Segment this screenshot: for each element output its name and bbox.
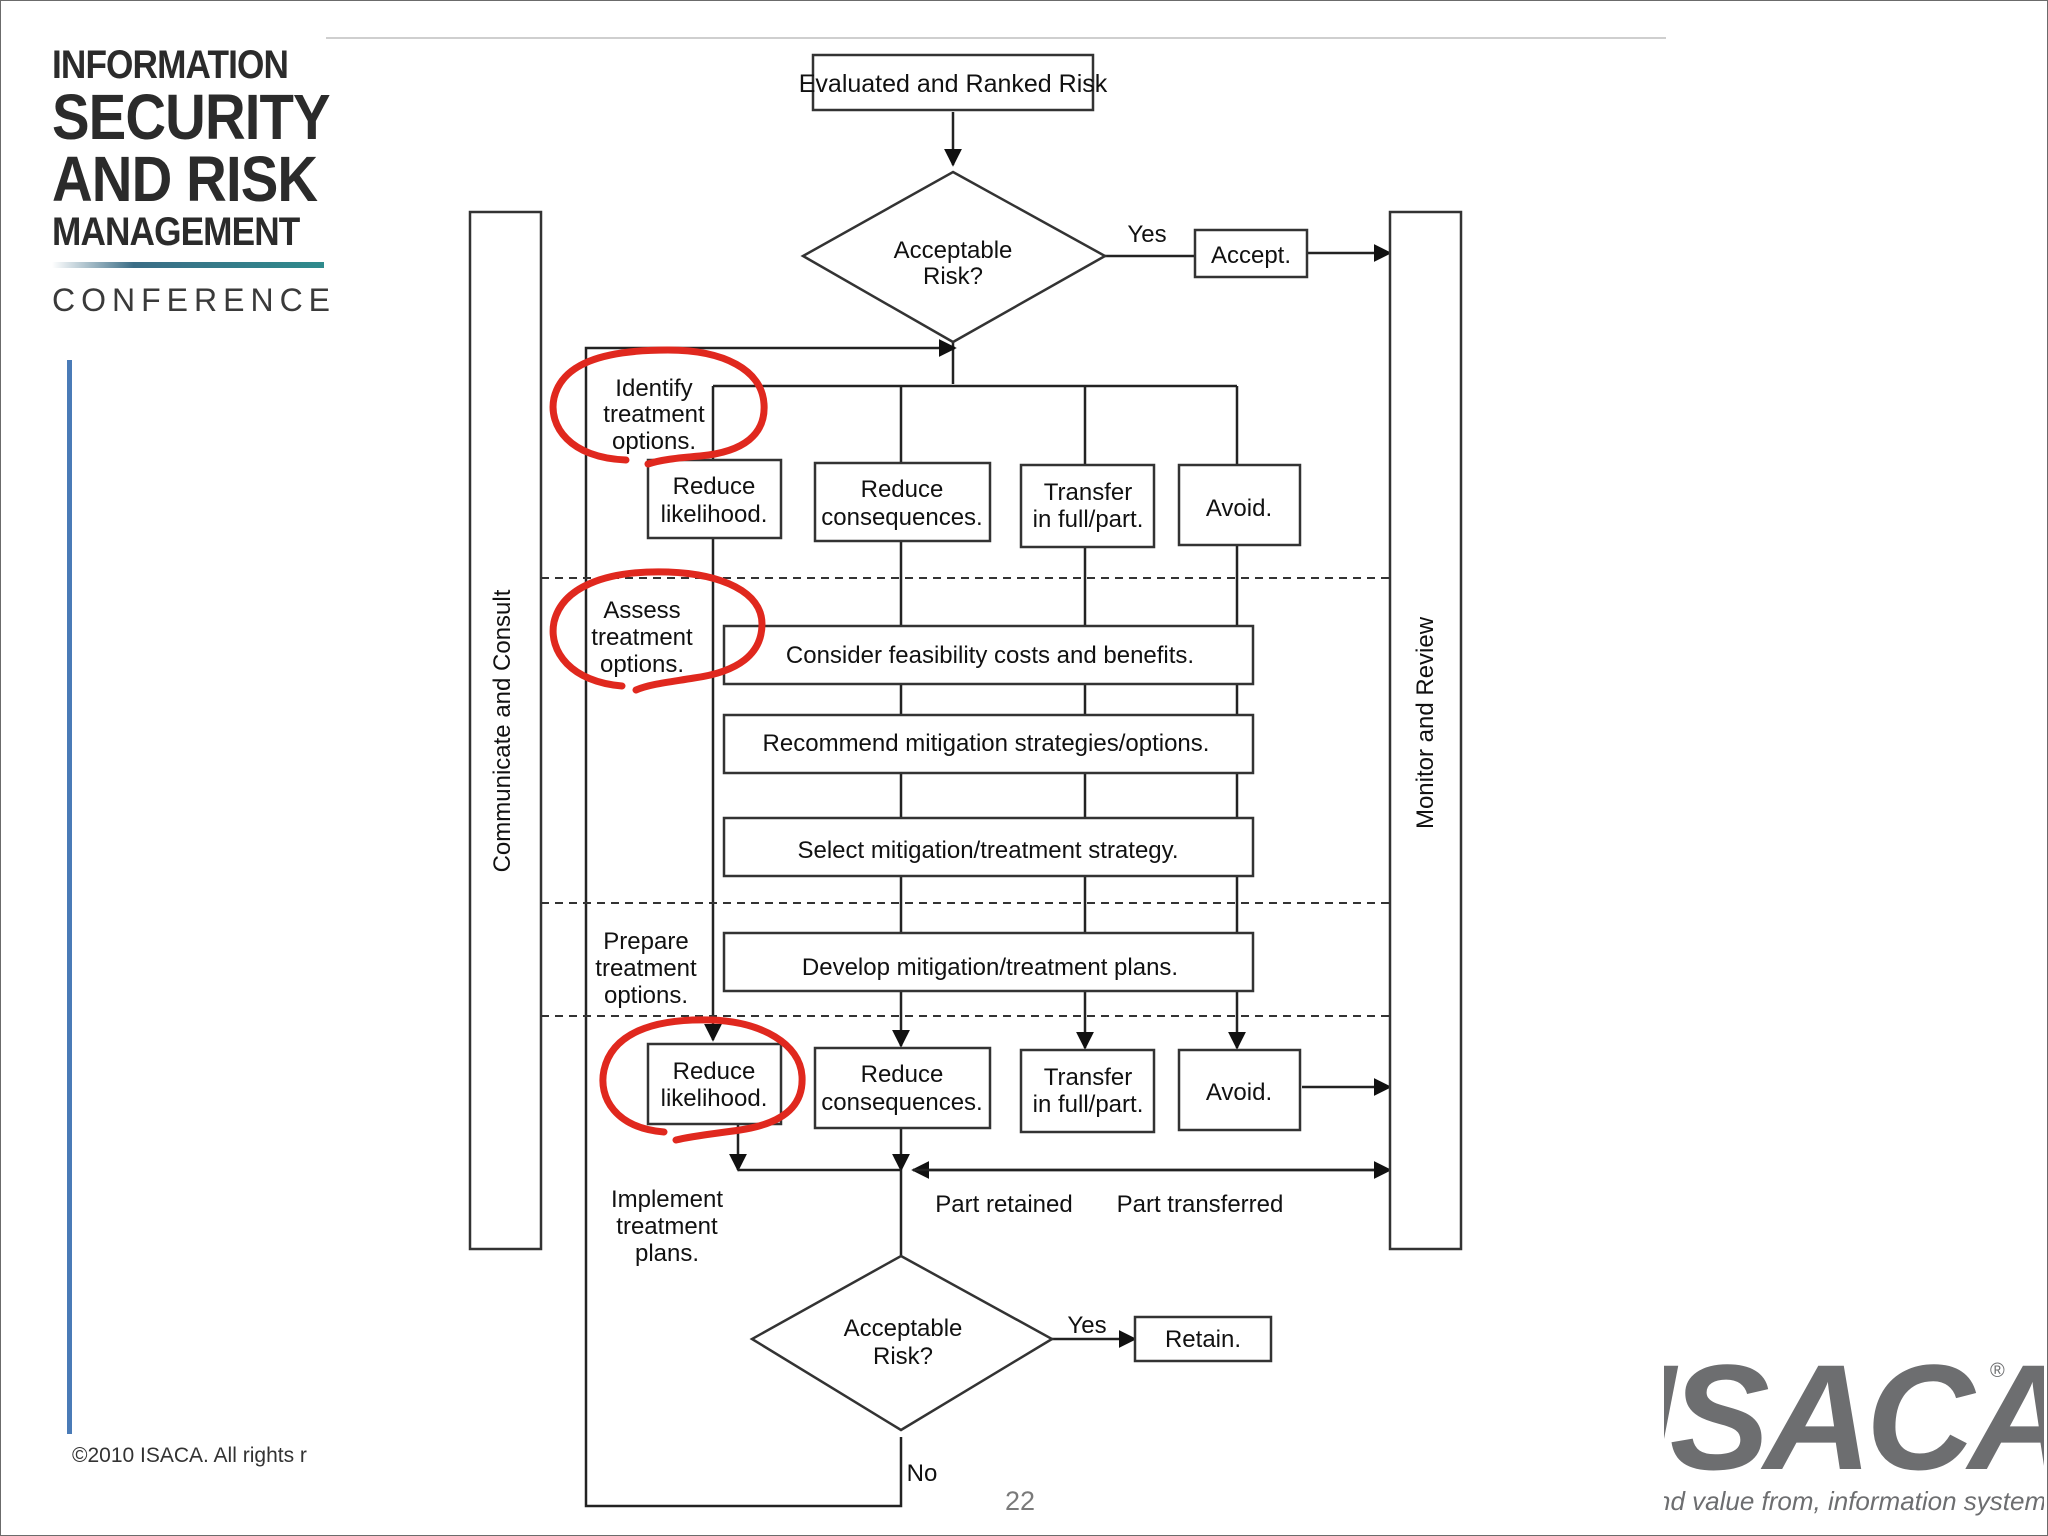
logo-line-information: INFORMATION (52, 43, 289, 87)
decision-1-line-2: Risk? (923, 263, 983, 290)
isaca-wordmark: ISACA (1664, 1352, 2044, 1501)
transfer-1-line-1: Transfer (1044, 479, 1132, 506)
prepare-line-2: treatment (595, 955, 697, 982)
evaluated-ranked-risk-box (811, 53, 1095, 112)
implement-line-1: Implement (611, 1186, 723, 1213)
identify-line-1: Identify (615, 375, 692, 402)
prepare-line-3: options. (604, 982, 688, 1009)
reduce-consequences-box-2 (813, 1046, 992, 1130)
header-rule (326, 37, 1666, 39)
reduce-likelihood-2-line-1: Reduce (673, 1058, 756, 1085)
acceptable-risk-decision-1 (800, 170, 1108, 344)
sidebar-accent-line (67, 360, 72, 1434)
logo-line-management: MANAGEMENT (52, 210, 300, 254)
part-retained-label: Part retained (935, 1191, 1072, 1218)
evaluated-ranked-risk-label: Evaluated and Ranked Risk (799, 70, 1108, 98)
logo-rule (52, 262, 324, 268)
decision-2-line-2: Risk? (873, 1343, 933, 1370)
transfer-box-2 (1019, 1048, 1156, 1134)
copyright-text: ©2010 ISACA. All rights r (72, 1444, 307, 1467)
select-strategy-label: Select mitigation/treatment strategy. (797, 837, 1178, 864)
decision-2-line-1: Acceptable (844, 1315, 963, 1342)
logo-line-conference: CONFERENCE (52, 282, 337, 318)
feasibility-box (722, 624, 1255, 686)
reduce-likelihood-box-2 (646, 1042, 783, 1126)
yes-label-1: Yes (1127, 221, 1166, 248)
accept-label: Accept. (1211, 242, 1291, 269)
logo-line-and-risk: AND RISK (52, 143, 318, 215)
yes-label-2: Yes (1067, 1312, 1106, 1339)
feasibility-label: Consider feasibility costs and benefits. (786, 642, 1194, 669)
transfer-box-1 (1019, 463, 1156, 549)
accept-box (1193, 228, 1309, 279)
communicate-consult-bar (468, 210, 543, 1251)
reduce-likelihood-1-line-1: Reduce (673, 473, 756, 500)
assess-line-3: options. (600, 651, 684, 678)
reduce-consequences-2-line-1: Reduce (861, 1061, 944, 1088)
avoid-box-2 (1177, 1048, 1302, 1132)
reduce-likelihood-2-line-2: likelihood. (661, 1085, 768, 1112)
decision-1-line-1: Acceptable (894, 237, 1013, 264)
identify-line-3: options. (612, 428, 696, 455)
transfer-2-line-2: in full/part. (1033, 1091, 1144, 1118)
select-strategy-box (722, 816, 1255, 878)
no-label: No (907, 1460, 938, 1487)
reduce-consequences-1-line-1: Reduce (861, 476, 944, 503)
annotation-circle-assess (549, 568, 766, 694)
prepare-line-1: Prepare (603, 928, 688, 955)
implement-line-2: treatment (616, 1213, 718, 1240)
avoid-box-1 (1177, 463, 1302, 547)
reduce-likelihood-1-line-2: likelihood. (661, 501, 768, 528)
red-annotation-circles (549, 346, 806, 1144)
acceptable-risk-decision-2 (749, 1254, 1055, 1432)
monitor-review-bar (1388, 210, 1463, 1251)
develop-plans-label: Develop mitigation/treatment plans. (802, 954, 1178, 981)
communicate-consult-label: Communicate and Consult (489, 589, 516, 872)
monitor-review-label: Monitor and Review (1412, 616, 1439, 829)
logo-line-security: SECURITY (52, 81, 331, 153)
avoid-2-label: Avoid. (1206, 1079, 1272, 1106)
develop-plans-box (722, 931, 1255, 993)
page-number: 22 (1004, 1486, 1036, 1516)
annotation-circle-identify (549, 346, 768, 468)
part-transferred-label: Part transferred (1117, 1191, 1284, 1218)
assess-line-2: treatment (591, 624, 693, 651)
isaca-logo: ISACA ® nd value from, information syste… (1664, 1352, 2044, 1517)
retain-label: Retain. (1165, 1326, 1241, 1353)
avoid-1-label: Avoid. (1206, 495, 1272, 522)
annotation-circle-reduce-likelihood (599, 1016, 806, 1144)
reduce-consequences-2-line-2: consequences. (821, 1089, 982, 1116)
isaca-tagline: nd value from, information systems (1664, 1486, 2044, 1516)
identify-line-2: treatment (603, 401, 705, 428)
transfer-2-line-1: Transfer (1044, 1064, 1132, 1091)
assess-line-1: Assess (603, 597, 680, 624)
reduce-consequences-1-line-2: consequences. (821, 504, 982, 531)
reduce-consequences-box-1 (813, 461, 992, 543)
retain-box (1133, 1315, 1273, 1363)
recommend-label: Recommend mitigation strategies/options. (763, 730, 1210, 757)
phase-separators (541, 577, 1390, 1017)
transfer-1-line-2: in full/part. (1033, 506, 1144, 533)
recommend-box (722, 713, 1255, 775)
reduce-likelihood-box-1 (646, 458, 783, 540)
implement-line-3: plans. (635, 1240, 699, 1267)
registered-icon: ® (1990, 1360, 2005, 1382)
conference-logo: INFORMATION SECURITY AND RISK MANAGEMENT… (52, 43, 337, 319)
